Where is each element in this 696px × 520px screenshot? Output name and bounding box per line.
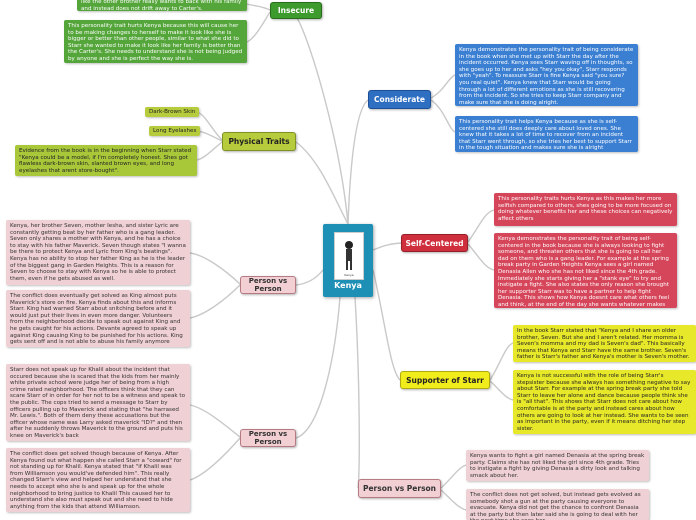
insecure-note-1: like the other brother really wants to b…	[77, 0, 247, 11]
book-cover-caption: Kenya	[335, 273, 363, 277]
person-vs-person-1-note-2: The conflict does eventually get solved …	[6, 290, 190, 347]
considerate-note-2: This personality trait helps Kenya becau…	[455, 116, 638, 152]
physical-evidence-note: Evidence from the book is in the beginni…	[15, 145, 197, 176]
central-topic-kenya[interactable]: Kenya Kenya	[323, 224, 373, 297]
self-centered-note-2: Kenya demonstrates the personality trait…	[494, 233, 677, 308]
supporter-note-1: In the book Starr stated that "Kenya and…	[513, 325, 696, 362]
self-centered-note-1: This personality traits hurts Kenya as t…	[494, 193, 677, 226]
considerate-note-1: Kenya demonstrates the personality trait…	[455, 44, 638, 106]
topic-person-vs-person-2[interactable]: Person vs Person	[240, 429, 296, 447]
tag-dark-brown-skin: Dark-Brown Skin	[145, 107, 199, 117]
person-vs-person-3-note-1: Kenya wants to fight a girl named Denasi…	[466, 450, 649, 481]
topic-insecure[interactable]: Insecure	[270, 2, 322, 19]
topic-considerate[interactable]: Considerate	[368, 90, 431, 109]
topic-person-vs-person-3[interactable]: Person vs Person	[358, 479, 441, 498]
insecure-note-2: This personality trait hurts Kenya becau…	[64, 20, 247, 63]
book-cover-image: Kenya	[334, 232, 364, 280]
topic-person-vs-person-1[interactable]: Person vs Person	[240, 276, 296, 294]
tag-long-eyelashes: Long Eyelashes	[149, 126, 200, 136]
person-vs-person-3-note-2: The conflict does not get solved, but in…	[466, 489, 649, 520]
central-topic-label: Kenya	[323, 281, 373, 290]
person-vs-person-2-note-1: Starr does not speak up for Khalil about…	[6, 364, 190, 441]
topic-supporter-of-starr[interactable]: Supporter of Starr	[400, 371, 490, 389]
topic-self-centered[interactable]: Self-Centered	[401, 234, 468, 252]
person-vs-person-1-note-1: Kenya, her brother Seven, mother Iesha, …	[6, 220, 190, 285]
person-vs-person-2-note-2: The conflict does get solved though beca…	[6, 448, 190, 512]
topic-physical-traits[interactable]: Physical Traits	[222, 132, 296, 151]
supporter-note-2: Kenya is not successful with the role of…	[513, 370, 696, 434]
